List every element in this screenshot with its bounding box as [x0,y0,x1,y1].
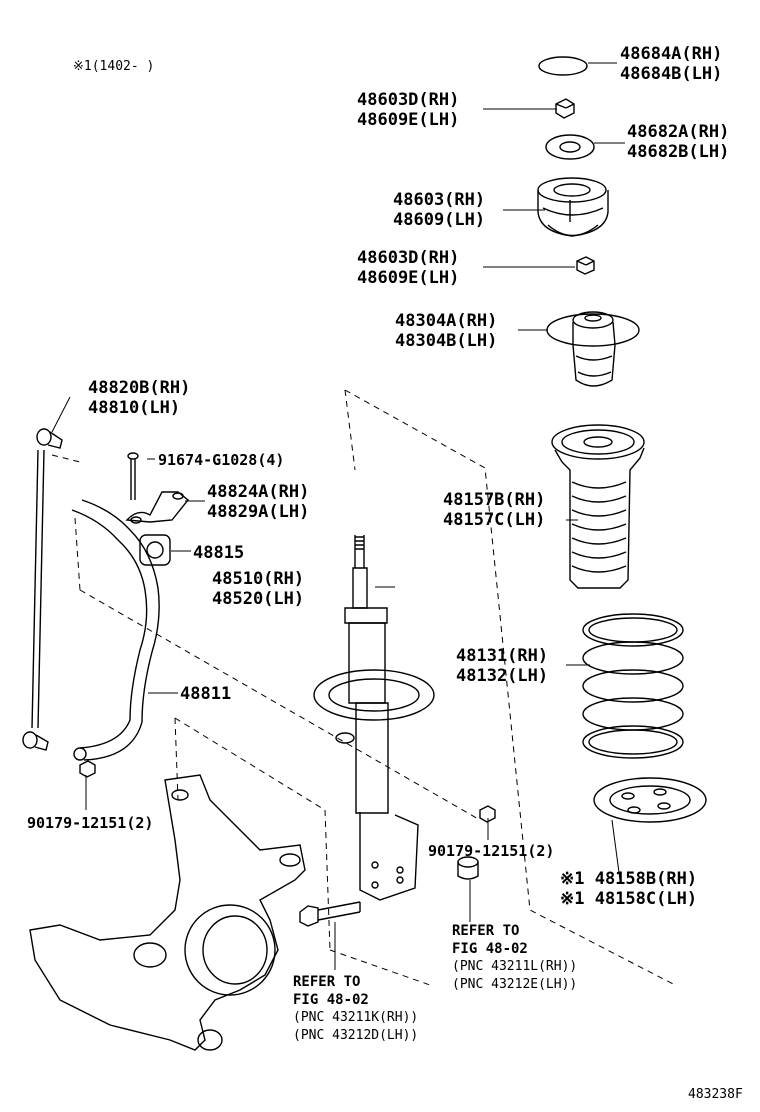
ref-left-line1: REFER TO [293,974,361,990]
label-48684-lh: 48684B(LH) [620,64,723,84]
label-48682-rh: 48682A(RH) [627,122,730,142]
label-48682-lh: 48682B(LH) [627,142,730,162]
label-48684-rh: 48684A(RH) [620,44,723,64]
bushing-48815 [140,535,170,565]
coil-spring-48131 [583,614,683,758]
label-48824: 48824A(RH) 48829A(LH) [207,482,309,522]
label-48684: 48684A(RH) 48684B(LH) [620,44,722,84]
label-48131-lh: 48132(LH) [456,666,549,686]
steering-knuckle [30,775,305,1050]
label-48510-lh: 48520(LH) [212,589,305,609]
ref-right-line4: (PNC 43212E(LH)) [452,977,578,992]
ref-right-line1: REFER TO [452,923,520,939]
boot-48157 [552,425,644,588]
label-48158-lh: ※1 48158C(LH) [560,889,698,909]
label-48157: 48157B(RH) 48157C(LH) [443,490,545,530]
ref-left-line3: (PNC 43211K(RH)) [293,1010,419,1025]
label-48811: 48811 [180,684,232,704]
label-90179-right: 90179-12151(2) [428,842,555,860]
label-48824-rh: 48824A(RH) [207,482,310,502]
ref-left-line2: FIG 48-02 [293,992,369,1008]
nut-90179-right [480,806,495,822]
label-48510-rh: 48510(RH) [212,569,305,589]
ref-right-line3: (PNC 43211L(RH)) [452,959,578,974]
label-48131: 48131(RH) 48132(LH) [456,646,548,686]
label-48820-lh: 48810(LH) [88,398,181,418]
label-48603d-bottom-lh: 48609E(LH) [357,268,460,288]
stabilizer-link-48820 [23,429,62,750]
insulator-48158 [594,778,706,822]
label-48603-lh: 48609(LH) [393,210,486,230]
label-48158: ※1 48158B(RH) ※1 48158C(LH) [560,869,697,909]
label-48603d-bottom: 48603D(RH) 48609E(LH) [357,248,459,288]
label-48603d-top: 48603D(RH) 48609E(LH) [357,90,459,130]
shock-absorber-48510 [314,535,434,900]
reference-note-left: REFER TO FIG 48-02 (PNC 43211K(RH)) (PNC… [293,973,418,1045]
figure-id: 483238F [688,1087,743,1102]
stabilizer-bar-48811 [72,500,159,760]
label-48603: 48603(RH) 48609(LH) [393,190,485,230]
nut-90179-left [80,761,95,777]
label-48815: 48815 [193,543,245,563]
washer-48682 [546,135,594,159]
support-48603 [538,178,608,236]
note-label: ※1(1402- ) [73,59,155,74]
label-48158-rh: ※1 48158B(RH) [560,869,698,889]
label-48682: 48682A(RH) 48682B(LH) [627,122,729,162]
flange-nut [458,857,478,879]
cap-48684 [539,57,587,75]
dashed-lines [52,390,675,985]
bolt-91674 [128,453,138,500]
label-48603d-bottom-rh: 48603D(RH) [357,248,460,268]
label-48157-rh: 48157B(RH) [443,490,546,510]
label-48603d-top-lh: 48609E(LH) [357,110,460,130]
label-91674: 91674-G1028(4) [158,451,285,469]
strut-bolt [300,902,360,926]
nut-48603d-top [556,99,574,118]
label-90179-left: 90179-12151(2) [27,814,154,832]
label-48157-lh: 48157C(LH) [443,510,546,530]
label-48510: 48510(RH) 48520(LH) [212,569,304,609]
bumper-48304 [547,312,639,386]
ref-left-line4: (PNC 43212D(LH)) [293,1028,419,1043]
label-48824-lh: 48829A(LH) [207,502,310,522]
label-48304-lh: 48304B(LH) [395,331,498,351]
label-48131-rh: 48131(RH) [456,646,549,666]
label-48820: 48820B(RH) 48810(LH) [88,378,190,418]
leader-lines [52,63,625,970]
bracket-48824 [127,492,188,523]
nut-48603d-bottom [577,257,594,274]
reference-note-right: REFER TO FIG 48-02 (PNC 43211L(RH)) (PNC… [452,922,577,994]
ref-right-line2: FIG 48-02 [452,941,528,957]
label-48820-rh: 48820B(RH) [88,378,191,398]
label-48603d-top-rh: 48603D(RH) [357,90,460,110]
label-48304-rh: 48304A(RH) [395,311,498,331]
label-48603-rh: 48603(RH) [393,190,486,210]
label-48304: 48304A(RH) 48304B(LH) [395,311,497,351]
